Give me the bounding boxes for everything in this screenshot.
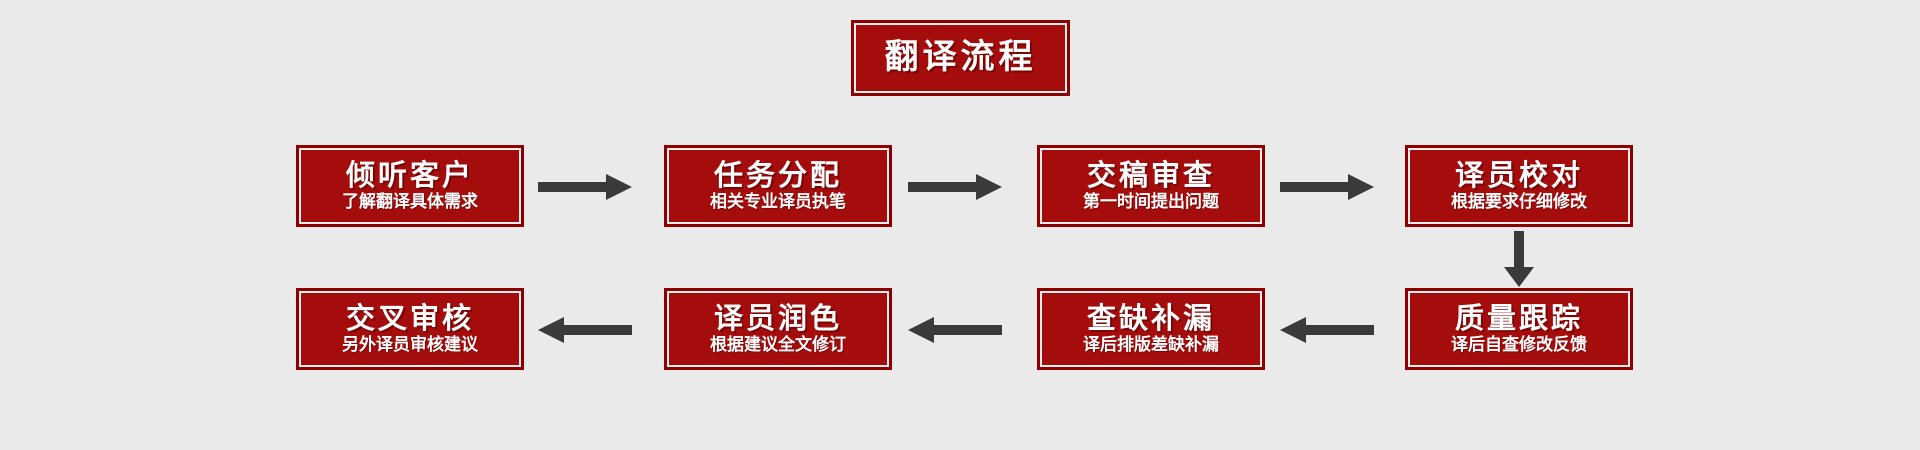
step-title: 交稿审查 [1086,158,1215,193]
arrow-left-icon [908,315,1002,345]
step-subtitle: 相关专业译员执笔 [710,191,846,212]
step-subtitle: 译后排版差缺补漏 [1083,334,1219,355]
step-subtitle: 译后自查修改反馈 [1451,334,1587,355]
step-box-translator-proofreading[interactable]: 译员校对 根据要求仔细修改 [1405,145,1633,227]
step-subtitle: 根据建议全文修订 [710,334,846,355]
step-title: 任务分配 [713,158,842,193]
arrow-right-icon [538,172,632,202]
step-subtitle: 另外译员审核建议 [342,334,478,355]
arrow-left-icon [1280,315,1374,345]
step-title: 倾听客户 [345,158,474,193]
arrow-right-icon [1280,172,1374,202]
step-title: 交叉审核 [345,301,474,336]
flowchart-title-box: 翻译流程 [851,20,1070,96]
step-box-task-assignment[interactable]: 任务分配 相关专业译员执笔 [664,145,892,227]
step-box-translator-polishing[interactable]: 译员润色 根据建议全文修订 [664,288,892,370]
step-subtitle: 根据要求仔细修改 [1451,191,1587,212]
arrow-left-icon [538,315,632,345]
step-box-gap-checking[interactable]: 查缺补漏 译后排版差缺补漏 [1037,288,1265,370]
flowchart-title: 翻译流程 [884,37,1037,78]
step-subtitle: 了解翻译具体需求 [342,191,478,212]
step-box-quality-tracking[interactable]: 质量跟踪 译后自查修改反馈 [1405,288,1633,370]
step-title: 译员润色 [713,301,842,336]
step-box-submission-review[interactable]: 交稿审查 第一时间提出问题 [1037,145,1265,227]
arrow-right-icon [908,172,1002,202]
step-title: 质量跟踪 [1454,301,1583,336]
step-title: 查缺补漏 [1086,301,1215,336]
step-box-cross-review[interactable]: 交叉审核 另外译员审核建议 [296,288,524,370]
step-box-listen-to-client[interactable]: 倾听客户 了解翻译具体需求 [296,145,524,227]
arrow-down-icon [1502,231,1536,287]
step-subtitle: 第一时间提出问题 [1083,191,1219,212]
step-title: 译员校对 [1454,158,1583,193]
